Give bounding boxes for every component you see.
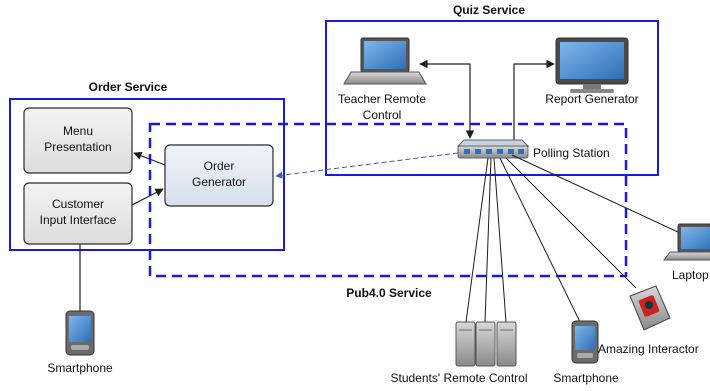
customer-input-box: Customer Input Interface <box>23 182 133 245</box>
smartphone-right-icon <box>571 320 599 364</box>
arrow-customer-to-generator <box>131 188 164 206</box>
link-smartphone-right <box>499 157 581 323</box>
arrow-polling-report <box>513 59 555 148</box>
polling-station-label: Polling Station <box>533 146 610 160</box>
students-label: Students' Remote Control <box>390 371 527 385</box>
laptop-icon-right <box>663 223 710 261</box>
arrow-polling-to-generator <box>275 152 459 179</box>
monitor-icon-report <box>555 37 629 93</box>
arrow-generator-to-menu <box>133 151 166 166</box>
order-generator-box: Order Generator <box>164 144 274 207</box>
smartphone-left-label: Smartphone <box>47 361 113 375</box>
menu-line2: Presentation <box>44 140 111 154</box>
customer-line2: Input Interface <box>40 213 117 227</box>
pub-service-title: Pub4.0 Service <box>346 286 432 300</box>
link-student-1 <box>465 157 489 323</box>
order-service-title: Order Service <box>89 80 168 94</box>
teacher-label-1: Teacher Remote <box>338 92 426 106</box>
interactor-icon <box>629 285 671 331</box>
menu-presentation-box: Menu Presentation <box>23 107 133 174</box>
students-remote-icon <box>455 321 517 367</box>
link-student-2 <box>484 157 492 323</box>
quiz-service-title: Quiz Service <box>453 3 525 17</box>
laptop-icon-teacher <box>343 37 427 85</box>
pub-service-box <box>148 122 628 278</box>
laptop-label: Laptop <box>672 268 709 282</box>
generator-line2: Generator <box>192 175 246 189</box>
smartphone-right-label: Smartphone <box>553 371 619 385</box>
report-label: Report Generator <box>545 92 638 106</box>
menu-line1: Menu <box>63 124 93 138</box>
teacher-label-2: Control <box>363 108 402 122</box>
order-service-box <box>9 98 285 251</box>
link-student-3 <box>493 157 507 323</box>
interactor-label: Amazing Interactor <box>598 342 699 356</box>
link-interactor <box>505 157 637 289</box>
link-laptop <box>511 154 681 234</box>
generator-line1: Order <box>204 159 235 173</box>
hub-icon-polling-station <box>456 139 530 159</box>
quiz-service-box <box>325 20 659 176</box>
customer-line1: Customer <box>52 197 104 211</box>
smartphone-left-icon <box>65 310 95 356</box>
arrow-teacher-polling <box>419 59 475 139</box>
